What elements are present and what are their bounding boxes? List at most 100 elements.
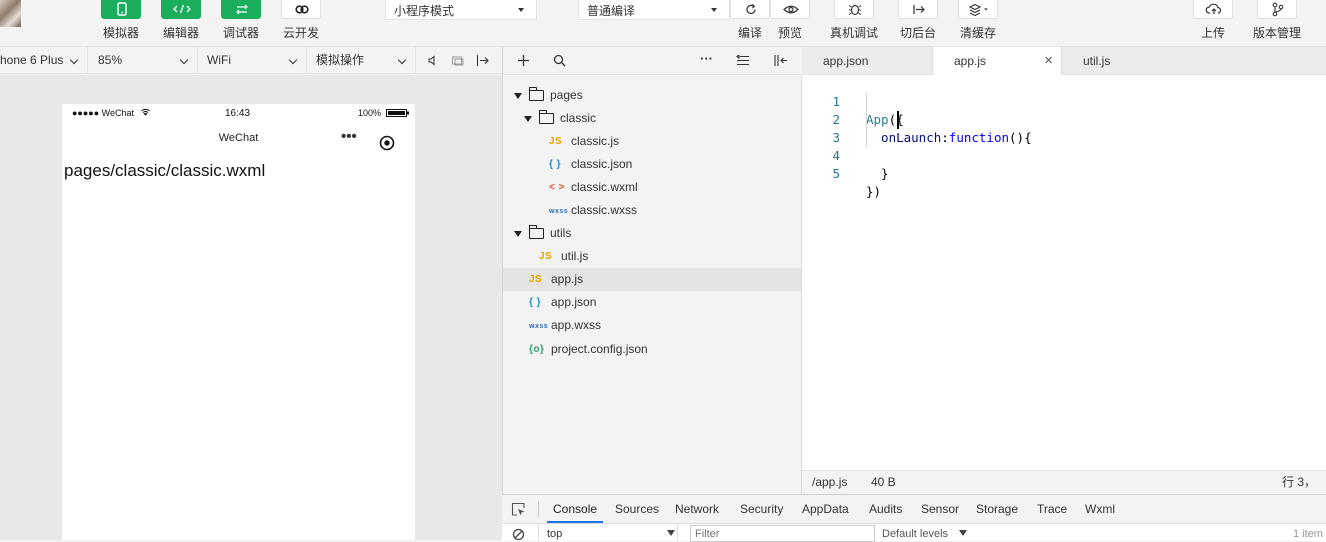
file-explorer: pages classic JS classic.js { } classic.… (502, 75, 802, 494)
clear-cache-button[interactable]: 清缓存 (948, 0, 1008, 41)
expand-arrow-icon (514, 231, 522, 237)
bug-icon (834, 0, 874, 19)
console-filter-input[interactable] (690, 525, 875, 542)
file-classic-js[interactable]: JS classic.js (503, 130, 801, 153)
chevron-down-icon (288, 55, 298, 65)
file-app-js[interactable]: JS app.js (503, 268, 801, 291)
refresh-icon (730, 0, 770, 19)
wxss-file-icon: wxss (549, 208, 569, 215)
devtools-tab-sources[interactable]: Sources (615, 502, 660, 516)
devtools-tab-network[interactable]: Network (675, 502, 720, 516)
close-miniprogram-icon[interactable] (379, 135, 395, 151)
network-value: WiFi (207, 53, 231, 67)
file-app-wxss[interactable]: wxss app.wxss (503, 314, 801, 337)
editor-status-bar: /app.js 40 B 行 3，列 (802, 470, 1326, 512)
file-classic-json[interactable]: { } classic.json (503, 153, 801, 176)
chevron-down-icon (397, 55, 407, 65)
upload-label: 上传 (1200, 26, 1225, 40)
collapse-all-icon[interactable] (736, 55, 750, 67)
tab-util-js[interactable]: util.js (1062, 47, 1192, 75)
page-content-text: pages/classic/classic.wxml (64, 161, 266, 180)
line-number: 3 (832, 130, 840, 145)
chevron-down-icon (69, 55, 79, 65)
rotate-icon[interactable] (451, 54, 465, 67)
network-select[interactable]: WiFi (199, 47, 307, 74)
layers-icon (958, 0, 998, 19)
close-tab-icon[interactable]: × (1044, 52, 1053, 69)
file-app-json[interactable]: { } app.json (503, 291, 801, 314)
devtools-tab-storage[interactable]: Storage (976, 502, 1019, 516)
hide-panel-icon[interactable] (773, 54, 789, 67)
compile-mode-select[interactable]: 普通编译 (578, 0, 730, 20)
more-icon[interactable]: ••• (341, 128, 357, 145)
tree-item-label: classic.wxss (571, 203, 638, 217)
folder-pages[interactable]: pages (503, 84, 801, 107)
upload-button[interactable]: 上传 (1183, 0, 1243, 41)
code-line: 4 } (802, 129, 888, 181)
devtools-tab-trace[interactable]: Trace (1037, 502, 1068, 516)
folder-classic[interactable]: classic (503, 107, 801, 130)
preview-button[interactable]: 预览 (760, 0, 820, 41)
config-file-icon: {o} (529, 344, 545, 355)
tab-app-js[interactable]: app.js × (932, 47, 1062, 76)
remote-debug-button[interactable]: 真机调试 (824, 0, 884, 41)
search-icon[interactable] (553, 54, 566, 67)
log-levels-select[interactable]: Default levels (882, 524, 972, 542)
code-text: onLaunch:function(){ (866, 130, 1032, 145)
folder-utils[interactable]: utils (503, 222, 801, 245)
add-icon[interactable] (517, 54, 530, 67)
device-select[interactable]: hone 6 Plus (0, 47, 88, 74)
version-label: 版本管理 (1252, 26, 1301, 40)
simulate-action-select[interactable]: 模拟操作 (308, 47, 416, 74)
file-classic-wxss[interactable]: wxss classic.wxss (503, 199, 801, 222)
compile-button[interactable]: 编译 (720, 0, 780, 41)
cloud-dev-button[interactable]: 云开发 (271, 0, 331, 41)
mode-select-value: 小程序模式 (394, 4, 455, 18)
phone-screen[interactable]: ●●●●● WeChat 16:43 100% WeChat ••• pages… (62, 104, 415, 540)
wxml-file-icon: < > (549, 182, 565, 193)
mode-select[interactable]: 小程序模式 (385, 0, 537, 20)
file-project-config[interactable]: {o} project.config.json (503, 338, 801, 361)
user-avatar[interactable] (0, 0, 21, 27)
version-button[interactable]: 版本管理 (1247, 0, 1307, 41)
devtools-tab-sensor[interactable]: Sensor (921, 502, 960, 516)
editor-toggle-button[interactable]: 编辑器 (151, 0, 211, 41)
js-file-icon: JS (539, 251, 553, 262)
tree-item-label: classic (560, 111, 597, 125)
line-number: 5 (832, 166, 840, 181)
inspect-element-icon[interactable] (511, 502, 526, 517)
devtools-tab-console[interactable]: Console (547, 495, 604, 523)
debugger-toggle-button[interactable]: 调试器 (211, 0, 271, 41)
context-select[interactable]: top (538, 524, 678, 542)
tree-item-label: utils (550, 226, 572, 240)
console-toolbar: top Default levels 1 item (502, 523, 1326, 542)
background-button[interactable]: 切后台 (888, 0, 948, 41)
detach-window-icon[interactable] (476, 54, 490, 67)
tree-item-label: app.js (551, 272, 584, 286)
code-text: App({ (866, 112, 904, 127)
compile-label: 编译 (737, 26, 762, 40)
devtools-tab-appdata[interactable]: AppData (802, 502, 849, 516)
js-file-icon: JS (529, 274, 543, 285)
devtools-panel: Console Sources Network Security AppData… (502, 494, 1326, 542)
tree-item-label: app.json (551, 295, 597, 309)
devtools-tab-security[interactable]: Security (740, 502, 784, 516)
tree-item-label: classic.wxml (571, 180, 638, 194)
caret-down-icon (959, 530, 967, 536)
file-classic-wxml[interactable]: < > classic.wxml (503, 176, 801, 199)
file-util-js[interactable]: JS util.js (503, 245, 801, 268)
simulator-toggle-button[interactable]: 模拟器 (91, 0, 151, 41)
volume-icon[interactable] (426, 54, 440, 67)
tab-app-json[interactable]: app.json (802, 47, 932, 75)
clear-console-icon[interactable] (512, 528, 525, 541)
devtools-tab-wxml[interactable]: Wxml (1085, 502, 1115, 516)
device-value: hone 6 Plus (0, 53, 64, 67)
phone-nav-bar: WeChat ••• (62, 122, 415, 154)
tree-item-label: classic.js (571, 134, 620, 148)
code-text: }) (866, 184, 882, 199)
more-options-icon[interactable]: ··· (700, 51, 713, 66)
zoom-select[interactable]: 85% (90, 47, 198, 74)
devtools-tab-audits[interactable]: Audits (869, 502, 903, 516)
code-editor[interactable]: 1 App({ 2 onLaunch:function(){ 3 4 } 5 }… (802, 75, 1326, 470)
branch-icon (1257, 0, 1297, 19)
